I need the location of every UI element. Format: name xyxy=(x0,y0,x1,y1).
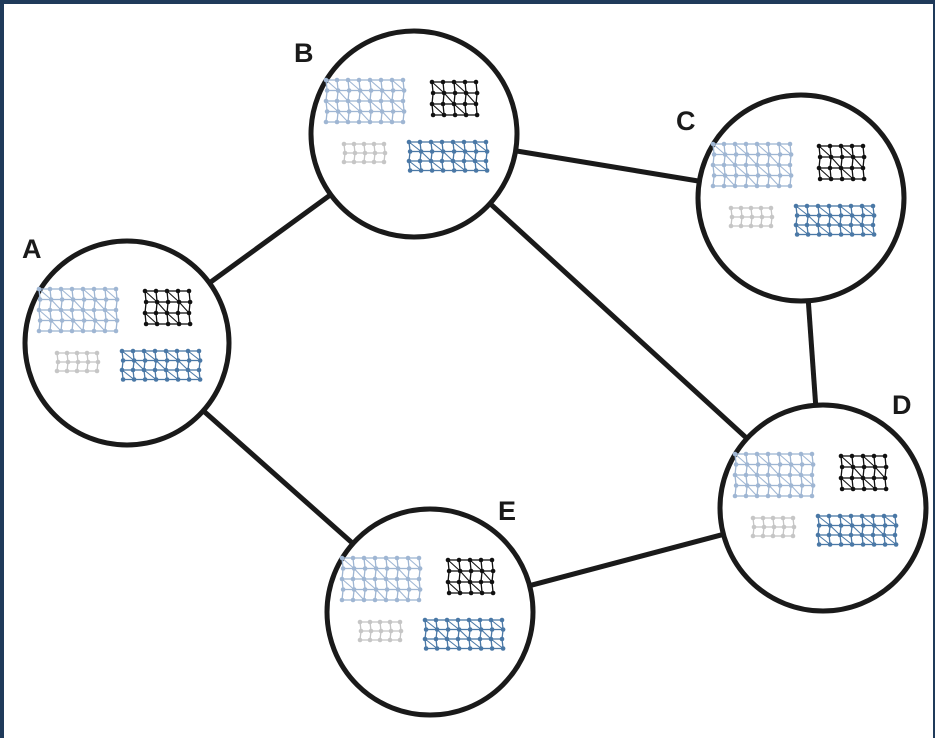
node-b xyxy=(308,28,520,240)
node-circle xyxy=(695,92,907,304)
mini-network-icon xyxy=(339,555,506,651)
node-circle xyxy=(22,238,232,448)
labels-layer: A B C D E xyxy=(22,38,912,526)
node-label-d: D xyxy=(892,390,912,420)
node-circle xyxy=(717,402,929,614)
node-label-c: C xyxy=(676,106,696,136)
node-label-a: A xyxy=(22,234,42,264)
node-d xyxy=(717,402,929,614)
mini-network-icon xyxy=(732,451,899,547)
nodes-layer xyxy=(22,28,929,718)
node-c xyxy=(695,92,907,304)
node-e xyxy=(324,506,536,718)
node-circle xyxy=(324,506,536,718)
node-label-e: E xyxy=(498,496,516,526)
mini-network-icon xyxy=(36,286,203,382)
node-label-b: B xyxy=(294,38,314,68)
mini-network-icon xyxy=(710,141,877,237)
mini-network-icon xyxy=(323,77,490,173)
node-a xyxy=(22,238,232,448)
node-circle xyxy=(308,28,520,240)
